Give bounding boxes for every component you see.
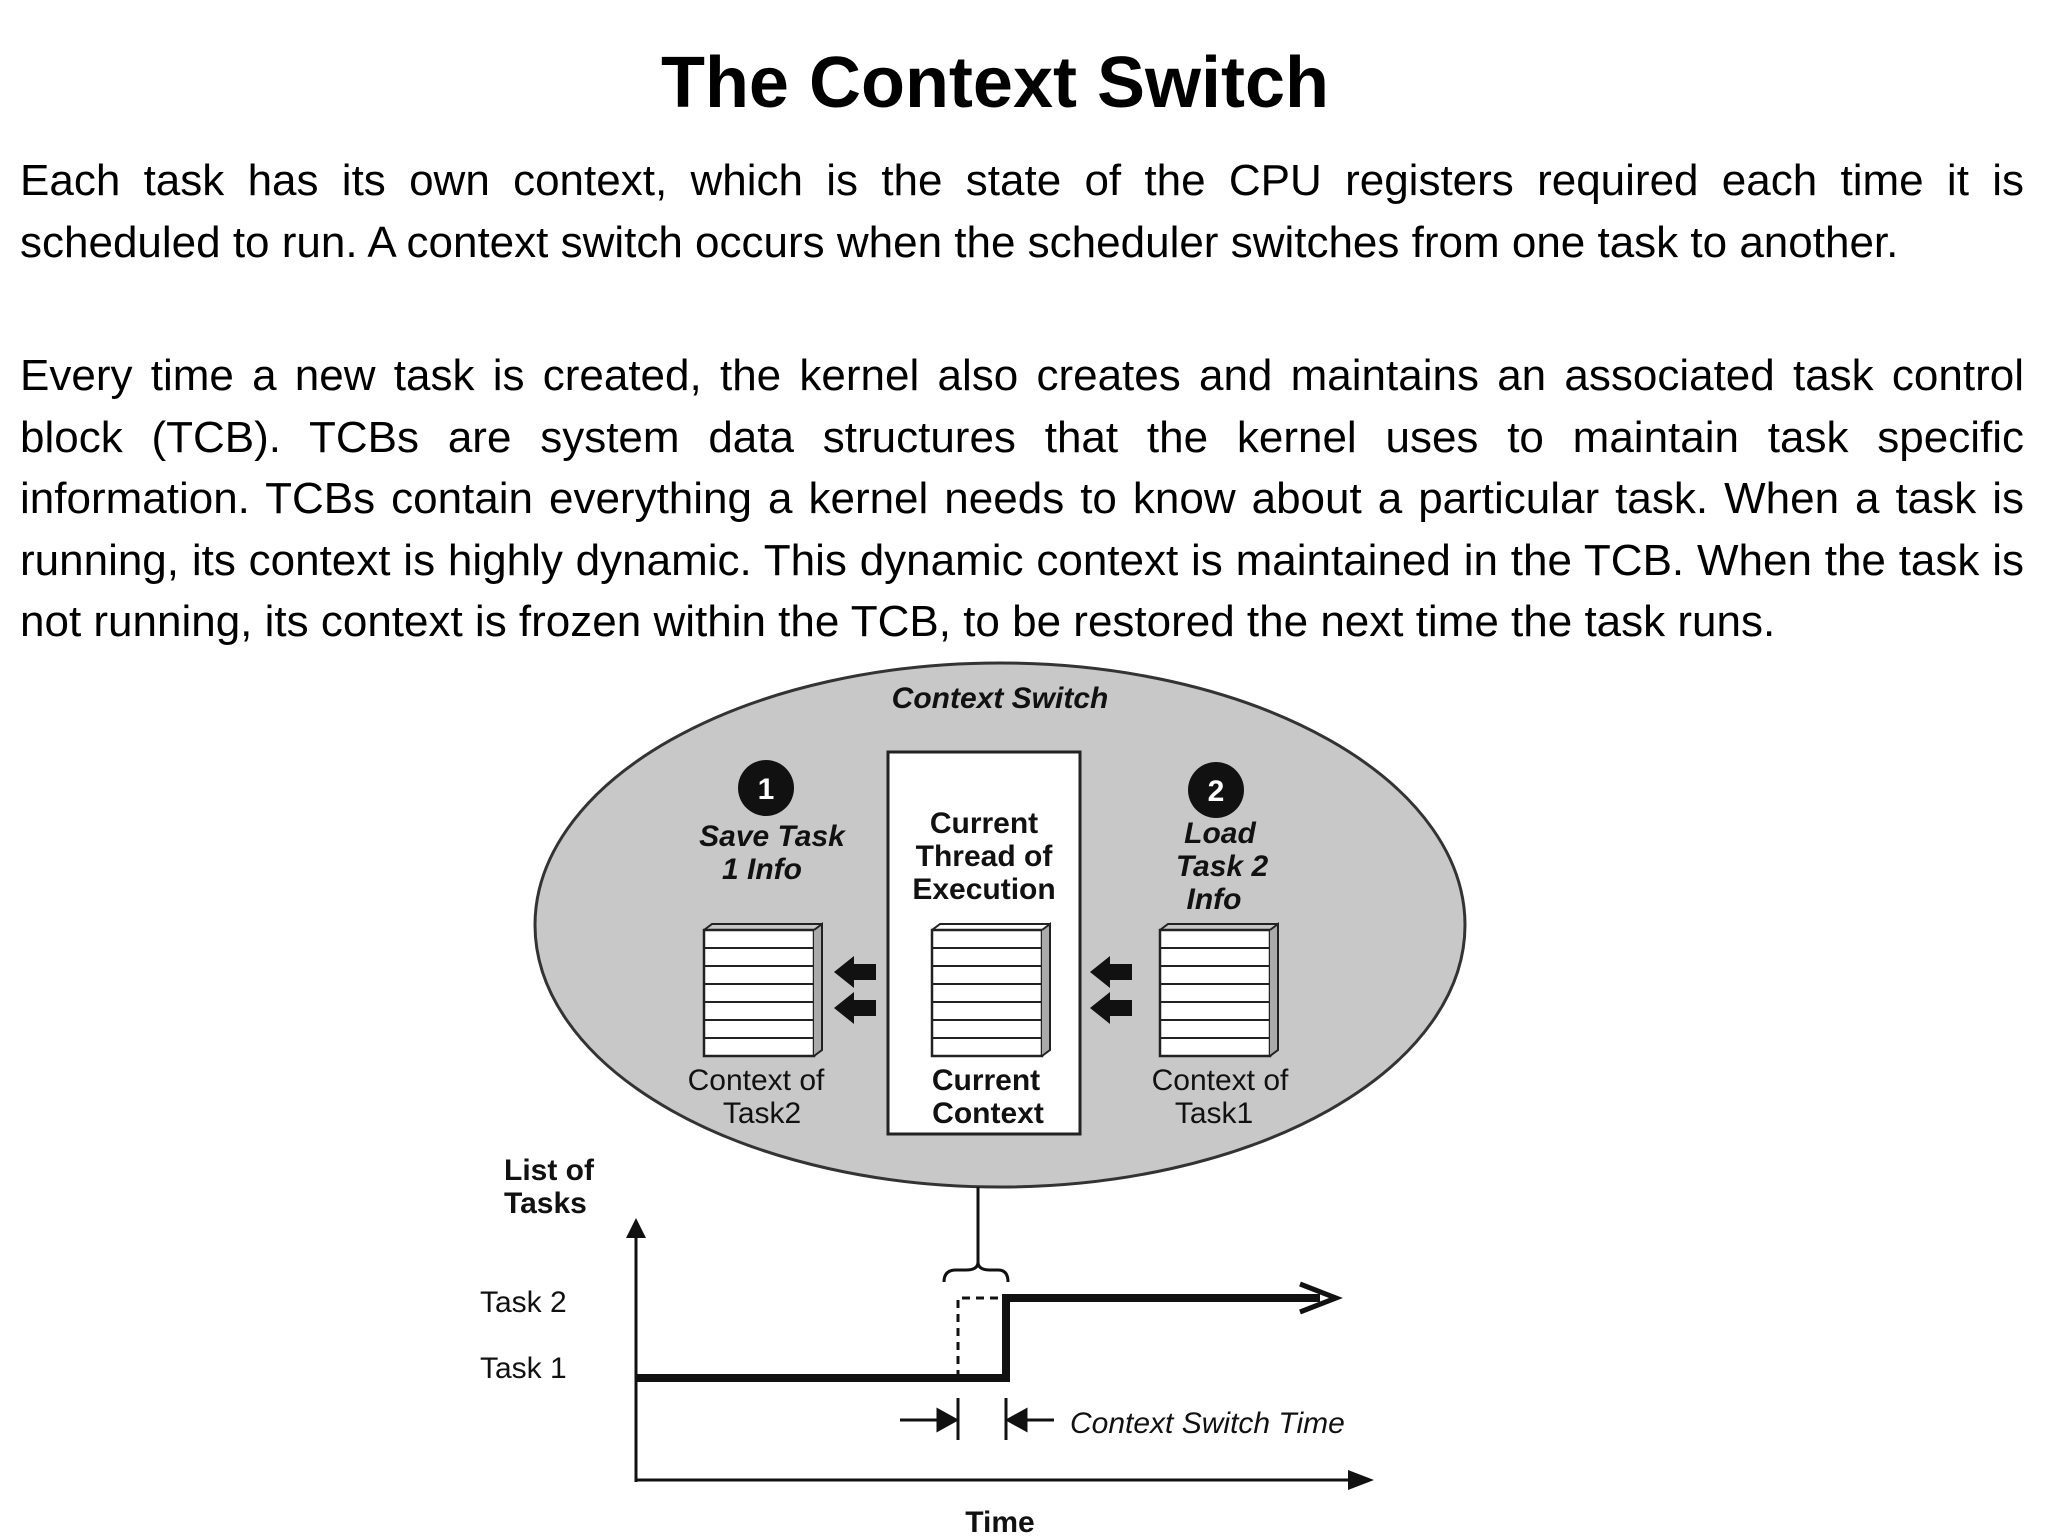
center-heading-line-2: Thread of [916,840,1054,873]
x-axis-label: Time [965,1506,1034,1536]
step-1-number: 1 [758,773,775,806]
y-axis-label-line-2: Tasks [504,1187,587,1220]
paragraph-context-definition: Each task has its own context, which is … [20,156,2024,267]
timeline-y-axis [626,1218,646,1482]
step-1-label-line-1: Save Task [699,820,846,853]
y-axis-label-line-1: List of [504,1154,595,1187]
step-2-badge: 2 [1188,762,1244,818]
switch-dashed-outline [956,1296,1000,1378]
right-stack-caption-line-1: Context of [1152,1064,1289,1097]
ellipse-title: Context Switch [892,682,1109,715]
step-1-badge: 1 [738,760,794,816]
step-2-label-line-3: Info [1187,883,1242,916]
switch-time-markers [900,1398,1054,1440]
current-context-stack [930,922,1051,1058]
timeline-x-axis [636,1470,1374,1490]
left-stack-caption-line-2: Task2 [723,1097,801,1130]
right-context-stack [1158,922,1279,1058]
save-arrows-icon [834,956,876,1024]
step-2-label-line-2: Task 2 [1176,850,1269,883]
switch-brace-connector [942,1187,1010,1283]
task-2-label: Task 2 [480,1286,567,1319]
load-arrows-icon [1090,956,1132,1024]
slide-title: The Context Switch [660,43,1330,123]
switch-time-label: Context Switch Time [1070,1407,1345,1440]
step-2-number: 2 [1208,775,1225,808]
left-stack-caption-line-1: Context of [688,1064,825,1097]
center-caption-line-2: Context [932,1097,1044,1130]
step-1-label-line-2: 1 Info [722,853,802,886]
right-stack-caption-line-2: Task1 [1175,1097,1253,1130]
center-heading-line-3: Execution [912,873,1055,906]
left-context-stack [702,922,823,1058]
center-heading-line-1: Current [930,807,1038,840]
task-1-label: Task 1 [480,1352,567,1385]
execution-trace [636,1281,1343,1382]
paragraph-tcb-explanation: Every time a new task is created, the ke… [20,351,2024,646]
center-caption-line-1: Current [932,1064,1040,1097]
step-2-label-line-1: Load [1184,817,1256,850]
